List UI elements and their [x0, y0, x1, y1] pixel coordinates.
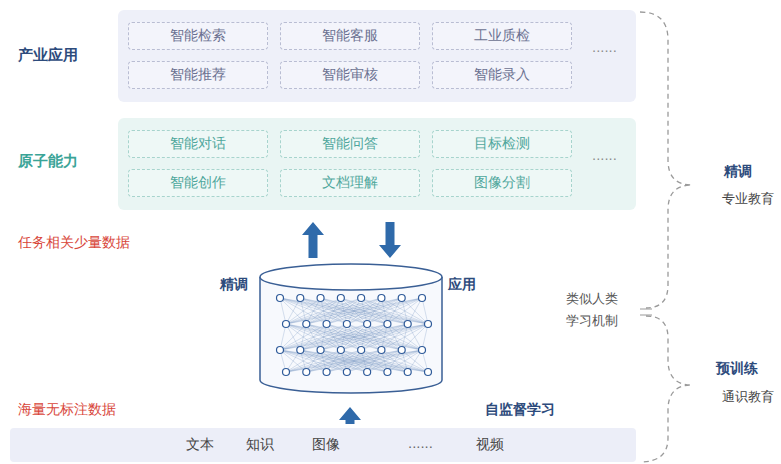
side-label: 精调 — [220, 276, 248, 294]
node-text: 文本 — [186, 436, 214, 454]
ellipsis: ...... — [592, 148, 617, 163]
node-text: 图像 — [312, 436, 340, 454]
application-box: 智能检索 — [128, 22, 268, 50]
node-text: 图像分割 — [474, 174, 530, 192]
node-text: 智能创作 — [170, 174, 226, 192]
ability-box: 智能创作 — [128, 169, 268, 197]
industry-panel: 产业应用......智能检索智能客服工业质检智能推荐智能审核智能录入 — [118, 10, 636, 102]
cylinder-figure — [258, 262, 444, 395]
node-text: 知识 — [246, 436, 274, 454]
node-text: 视频 — [476, 436, 504, 454]
flow-arrow — [379, 222, 401, 258]
application-box: 智能客服 — [280, 22, 420, 50]
ability-panel: 原子能力......智能对话智能问答目标检测智能创作文档理解图像分割 — [118, 118, 636, 210]
lower-brace — [640, 316, 692, 462]
ability-box: 图像分割 — [432, 169, 572, 197]
node-text: 智能问答 — [322, 135, 378, 153]
ability-box: 目标检测 — [432, 130, 572, 158]
node-text: 目标检测 — [474, 135, 530, 153]
stage-note: 通识教育 — [722, 388, 774, 406]
node-text: ...... — [408, 436, 433, 451]
stage-note: 专业教育 — [722, 190, 774, 208]
node-text: 智能客服 — [322, 27, 378, 45]
stage-label: 精调 — [724, 163, 752, 181]
node-text: 智能录入 — [474, 66, 530, 84]
upper-brace — [640, 12, 692, 308]
panel-heading: 产业应用 — [18, 46, 78, 65]
application-box: 智能录入 — [432, 61, 572, 89]
flow-arrow — [339, 407, 361, 424]
data-note: 海量无标注数据 — [18, 401, 116, 419]
stage-label: 预训练 — [716, 360, 758, 378]
data-band: 文本 知识 图像...... 视频 — [10, 428, 636, 462]
panel-heading: 原子能力 — [18, 152, 78, 171]
node-text: 智能检索 — [170, 27, 226, 45]
ability-box: 智能对话 — [128, 130, 268, 158]
side-label: 应用 — [448, 276, 476, 294]
mechanism-note: 类似人类 学习机制 — [566, 288, 626, 332]
ellipsis: ...... — [592, 40, 617, 55]
node-text: 工业质检 — [474, 27, 530, 45]
data-note: 任务相关少量数据 — [18, 234, 130, 252]
application-box: 工业质检 — [432, 22, 572, 50]
method-label: 自监督学习 — [485, 401, 555, 419]
model-cylinder: 精调应用 — [258, 262, 444, 395]
ability-box: 智能问答 — [280, 130, 420, 158]
flow-arrow — [302, 222, 324, 258]
application-box: 智能审核 — [280, 61, 420, 89]
ability-box: 文档理解 — [280, 169, 420, 197]
node-text: 智能审核 — [322, 66, 378, 84]
node-text: 智能推荐 — [170, 66, 226, 84]
application-box: 智能推荐 — [128, 61, 268, 89]
node-text: 文档理解 — [322, 174, 378, 192]
node-text: 智能对话 — [170, 135, 226, 153]
link-tick — [640, 309, 652, 315]
